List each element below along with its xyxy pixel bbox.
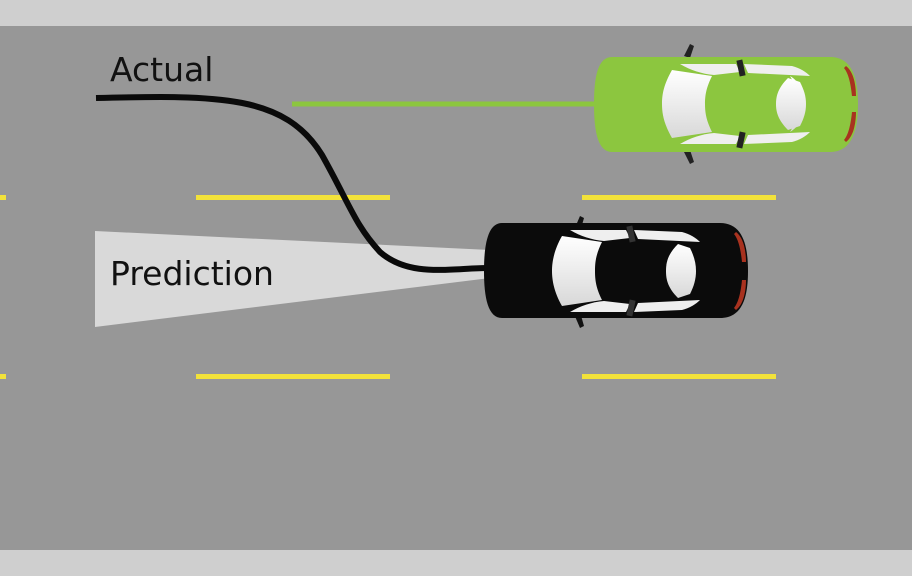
top-shoulder [0, 0, 912, 26]
actual-label: Actual [110, 50, 213, 89]
prediction-cone [95, 231, 490, 327]
lane-markings-upper [0, 195, 776, 200]
actual-path-line [95, 94, 491, 273]
lane-dash [196, 374, 390, 379]
bottom-shoulder [0, 550, 912, 576]
black-car-icon [484, 216, 748, 328]
lane-dash [196, 195, 390, 200]
green-car-icon [594, 44, 858, 164]
lane-dash [582, 374, 776, 379]
prediction-label: Prediction [110, 254, 274, 293]
lane-dash [0, 374, 6, 379]
lane-markings-lower [0, 374, 776, 379]
lane-dash [582, 195, 776, 200]
lane-dash [0, 195, 6, 200]
